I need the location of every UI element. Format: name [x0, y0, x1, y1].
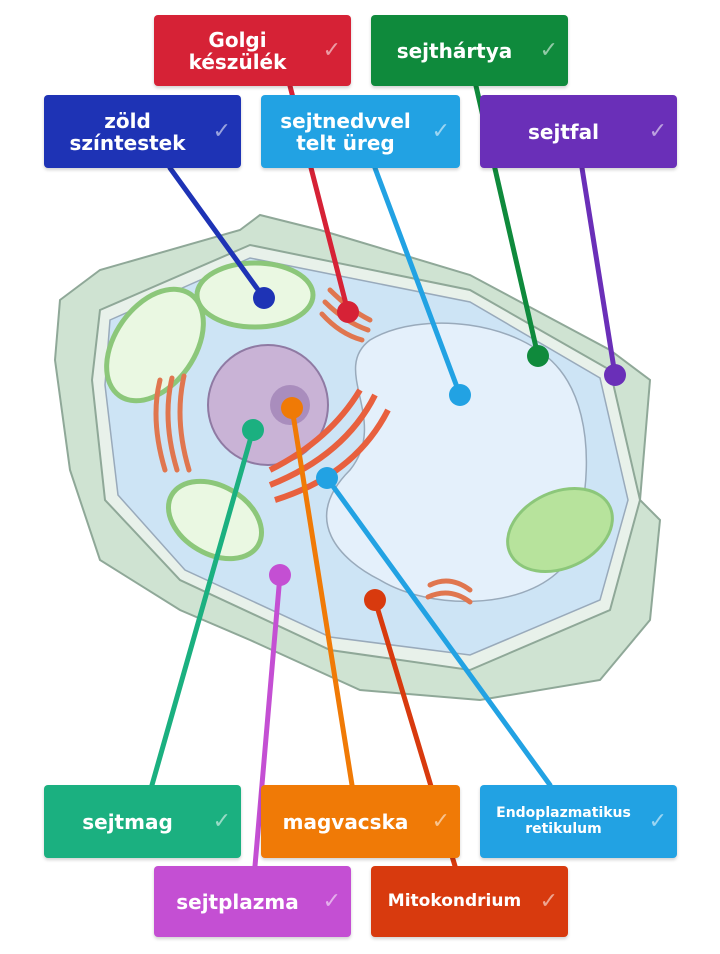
- label-text: magvacska: [282, 809, 409, 834]
- checkmark-icon: ✓: [431, 118, 450, 144]
- connector-ureg: [372, 165, 463, 398]
- checkmark-icon: ✓: [322, 37, 341, 63]
- label-text: sejthártya: [396, 38, 513, 63]
- connector-zold: [167, 165, 267, 301]
- label-mitokondrium[interactable]: Mitokondrium ✓: [371, 866, 568, 937]
- pin-er: [316, 467, 338, 489]
- checkmark-icon: ✓: [322, 888, 341, 914]
- label-sejtmag[interactable]: sejtmag ✓: [44, 785, 241, 858]
- pin-magvacska: [281, 397, 303, 419]
- label-magvacska[interactable]: magvacska ✓: [261, 785, 460, 858]
- pin-sejtmag: [242, 419, 264, 441]
- label-text: sejtmag: [82, 809, 173, 834]
- pin-sejtplazma: [269, 564, 291, 586]
- checkmark-icon: ✓: [648, 808, 667, 834]
- pin-golgi: [337, 301, 359, 323]
- checkmark-icon: ✓: [212, 808, 231, 834]
- endoplasmic-reticulum: [268, 388, 391, 503]
- label-golgi[interactable]: Golgi készülék ✓: [154, 15, 351, 86]
- label-sejtnedvvel-telt-ureg[interactable]: sejtnedvvel telt üreg ✓: [261, 95, 460, 168]
- pin-sejtfal: [604, 364, 626, 386]
- pin-zold: [253, 287, 275, 309]
- chloroplast: [104, 286, 206, 404]
- checkmark-icon: ✓: [212, 118, 231, 144]
- checkmark-icon: ✓: [539, 888, 558, 914]
- pin-ureg: [449, 384, 471, 406]
- checkmark-icon: ✓: [431, 808, 450, 834]
- connector-sejtmag: [149, 427, 256, 788]
- label-text: zöld színtestek: [69, 108, 186, 155]
- label-sejtfal[interactable]: sejtfal ✓: [480, 95, 677, 168]
- label-zold-szintestek[interactable]: zöld színtestek ✓: [44, 95, 241, 168]
- label-text: sejtnedvvel telt üreg: [280, 108, 411, 155]
- label-text: Mitokondrium: [387, 891, 522, 912]
- label-text: Endoplazmatikus retikulum: [496, 805, 631, 837]
- connector-magvacska: [289, 405, 355, 788]
- chloroplast: [506, 486, 614, 574]
- label-sejthartya[interactable]: sejthártya ✓: [371, 15, 568, 86]
- label-text: sejtplazma: [176, 889, 299, 914]
- chloroplast: [165, 478, 265, 562]
- pin-mito: [364, 589, 386, 611]
- label-endoplazmatikus-retikulum[interactable]: Endoplazmatikus retikulum ✓: [480, 785, 677, 858]
- label-sejtplazma[interactable]: sejtplazma ✓: [154, 866, 351, 937]
- connector-sejtplazma: [252, 572, 283, 869]
- checkmark-icon: ✓: [648, 118, 667, 144]
- checkmark-icon: ✓: [539, 37, 558, 63]
- pin-sejthartya: [527, 345, 549, 367]
- label-text: Golgi készülék: [188, 27, 287, 74]
- connector-er: [324, 475, 553, 788]
- connector-sejtfal: [579, 165, 618, 378]
- label-text: sejtfal: [528, 119, 599, 144]
